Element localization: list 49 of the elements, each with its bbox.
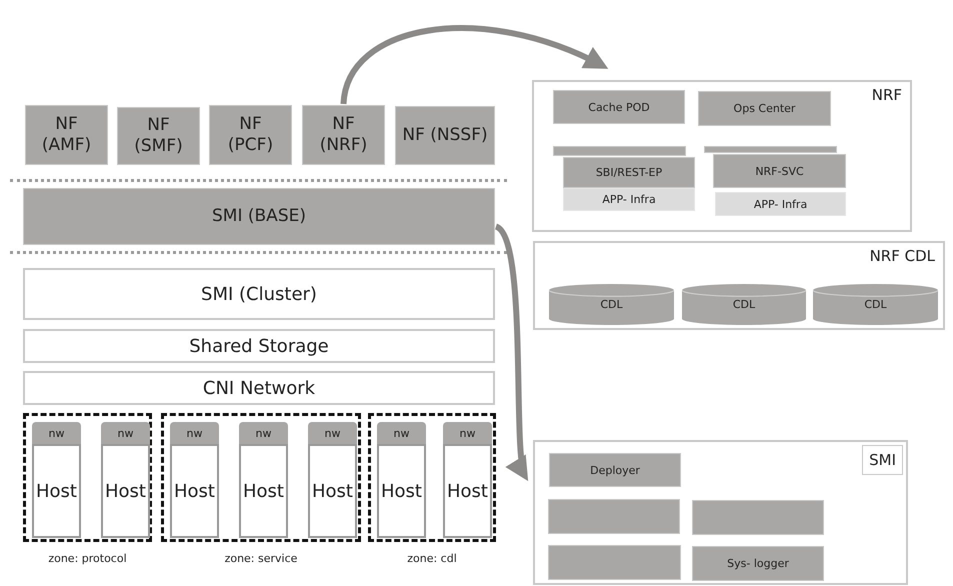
panel-title: NRF CDL — [870, 247, 935, 265]
component-box: Sys- logger — [692, 546, 824, 581]
host-box: Host — [101, 444, 150, 538]
nrf-panel — [532, 80, 912, 232]
component-box — [548, 545, 681, 580]
nw-tab: nw — [308, 422, 357, 444]
host-box: Host — [239, 444, 288, 538]
smi-panel — [533, 440, 908, 585]
component-box: APP- Infra — [715, 192, 846, 216]
network-function-box: NF (AMF) — [25, 105, 108, 165]
layer-box: SMI (Cluster) — [23, 268, 495, 320]
layer-box: Shared Storage — [23, 329, 495, 363]
nw-tab: nw — [239, 422, 288, 444]
network-function-box: NF (PCF) — [209, 105, 292, 165]
host-box: Host — [308, 444, 357, 538]
component-box — [692, 500, 824, 535]
component-box: Cache POD — [553, 90, 685, 124]
host-box: Host — [32, 444, 81, 538]
stacked-card — [704, 146, 837, 153]
component-box: SBI/REST-EP — [563, 157, 695, 188]
network-function-box: NF (NSSF) — [395, 106, 495, 165]
component-box: Deployer — [549, 453, 681, 487]
database-cylinder: CDL — [813, 284, 938, 325]
host-box: Host — [443, 444, 492, 538]
layer-box: SMI (BASE) — [23, 188, 495, 245]
component-box — [548, 499, 680, 534]
stacked-card — [553, 146, 686, 156]
host-box: Host — [170, 444, 219, 538]
nw-tab: nw — [32, 422, 81, 444]
network-function-box: NF (NRF) — [302, 105, 385, 165]
zone-label: zone: cdl — [406, 552, 458, 565]
component-box: APP- Infra — [563, 188, 695, 211]
nw-tab: nw — [170, 422, 219, 444]
network-function-box: NF (SMF) — [117, 107, 200, 165]
nw-tab: nw — [101, 422, 150, 444]
panel-title: NRF — [872, 86, 902, 104]
curved-arrow — [340, 25, 608, 105]
database-cylinder: CDL — [682, 284, 806, 325]
host-box: Host — [377, 444, 426, 538]
zone-label: zone: service — [224, 552, 298, 565]
database-cylinder: CDL — [549, 284, 674, 325]
cdl-panel — [533, 241, 945, 330]
panel-title: SMI — [862, 445, 903, 475]
component-box: Ops Center — [698, 91, 831, 126]
nw-tab: nw — [443, 422, 492, 444]
layer-box: CNI Network — [23, 371, 495, 405]
nw-tab: nw — [377, 422, 426, 444]
component-box: NRF-SVC — [713, 154, 846, 188]
zone-label: zone: protocol — [47, 552, 128, 565]
